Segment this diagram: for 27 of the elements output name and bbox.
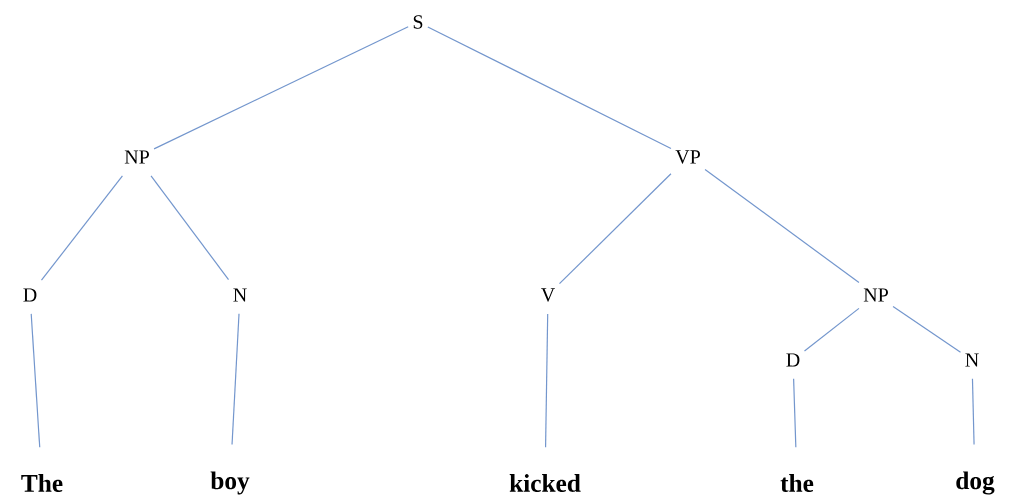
category-label: N [965, 353, 979, 367]
tree-branch [892, 305, 962, 353]
category-label: NP [124, 150, 149, 164]
category-label: V [541, 288, 555, 302]
tree-branch [150, 175, 230, 281]
tree-branch [427, 26, 672, 150]
tree-branch [803, 307, 860, 352]
tree-branch [30, 313, 41, 448]
tree-branch [558, 173, 672, 285]
category-label: D [786, 353, 800, 367]
tree-branch [793, 378, 797, 448]
category-label: N [233, 288, 247, 302]
tree-branch [704, 168, 860, 284]
category-label: D [23, 288, 37, 302]
tree-branch [231, 313, 240, 446]
category-label: VP [675, 150, 700, 164]
word: the [780, 474, 814, 492]
category-label: S [413, 15, 423, 29]
tree-branch [545, 313, 549, 448]
tree-branch [40, 175, 123, 281]
category-label: NP [863, 288, 888, 302]
tree-branch [153, 26, 409, 150]
tree-branch [971, 378, 975, 446]
word: kicked [509, 474, 581, 492]
word: dog [956, 471, 995, 495]
word: boy [210, 471, 250, 495]
word: The [21, 474, 63, 492]
